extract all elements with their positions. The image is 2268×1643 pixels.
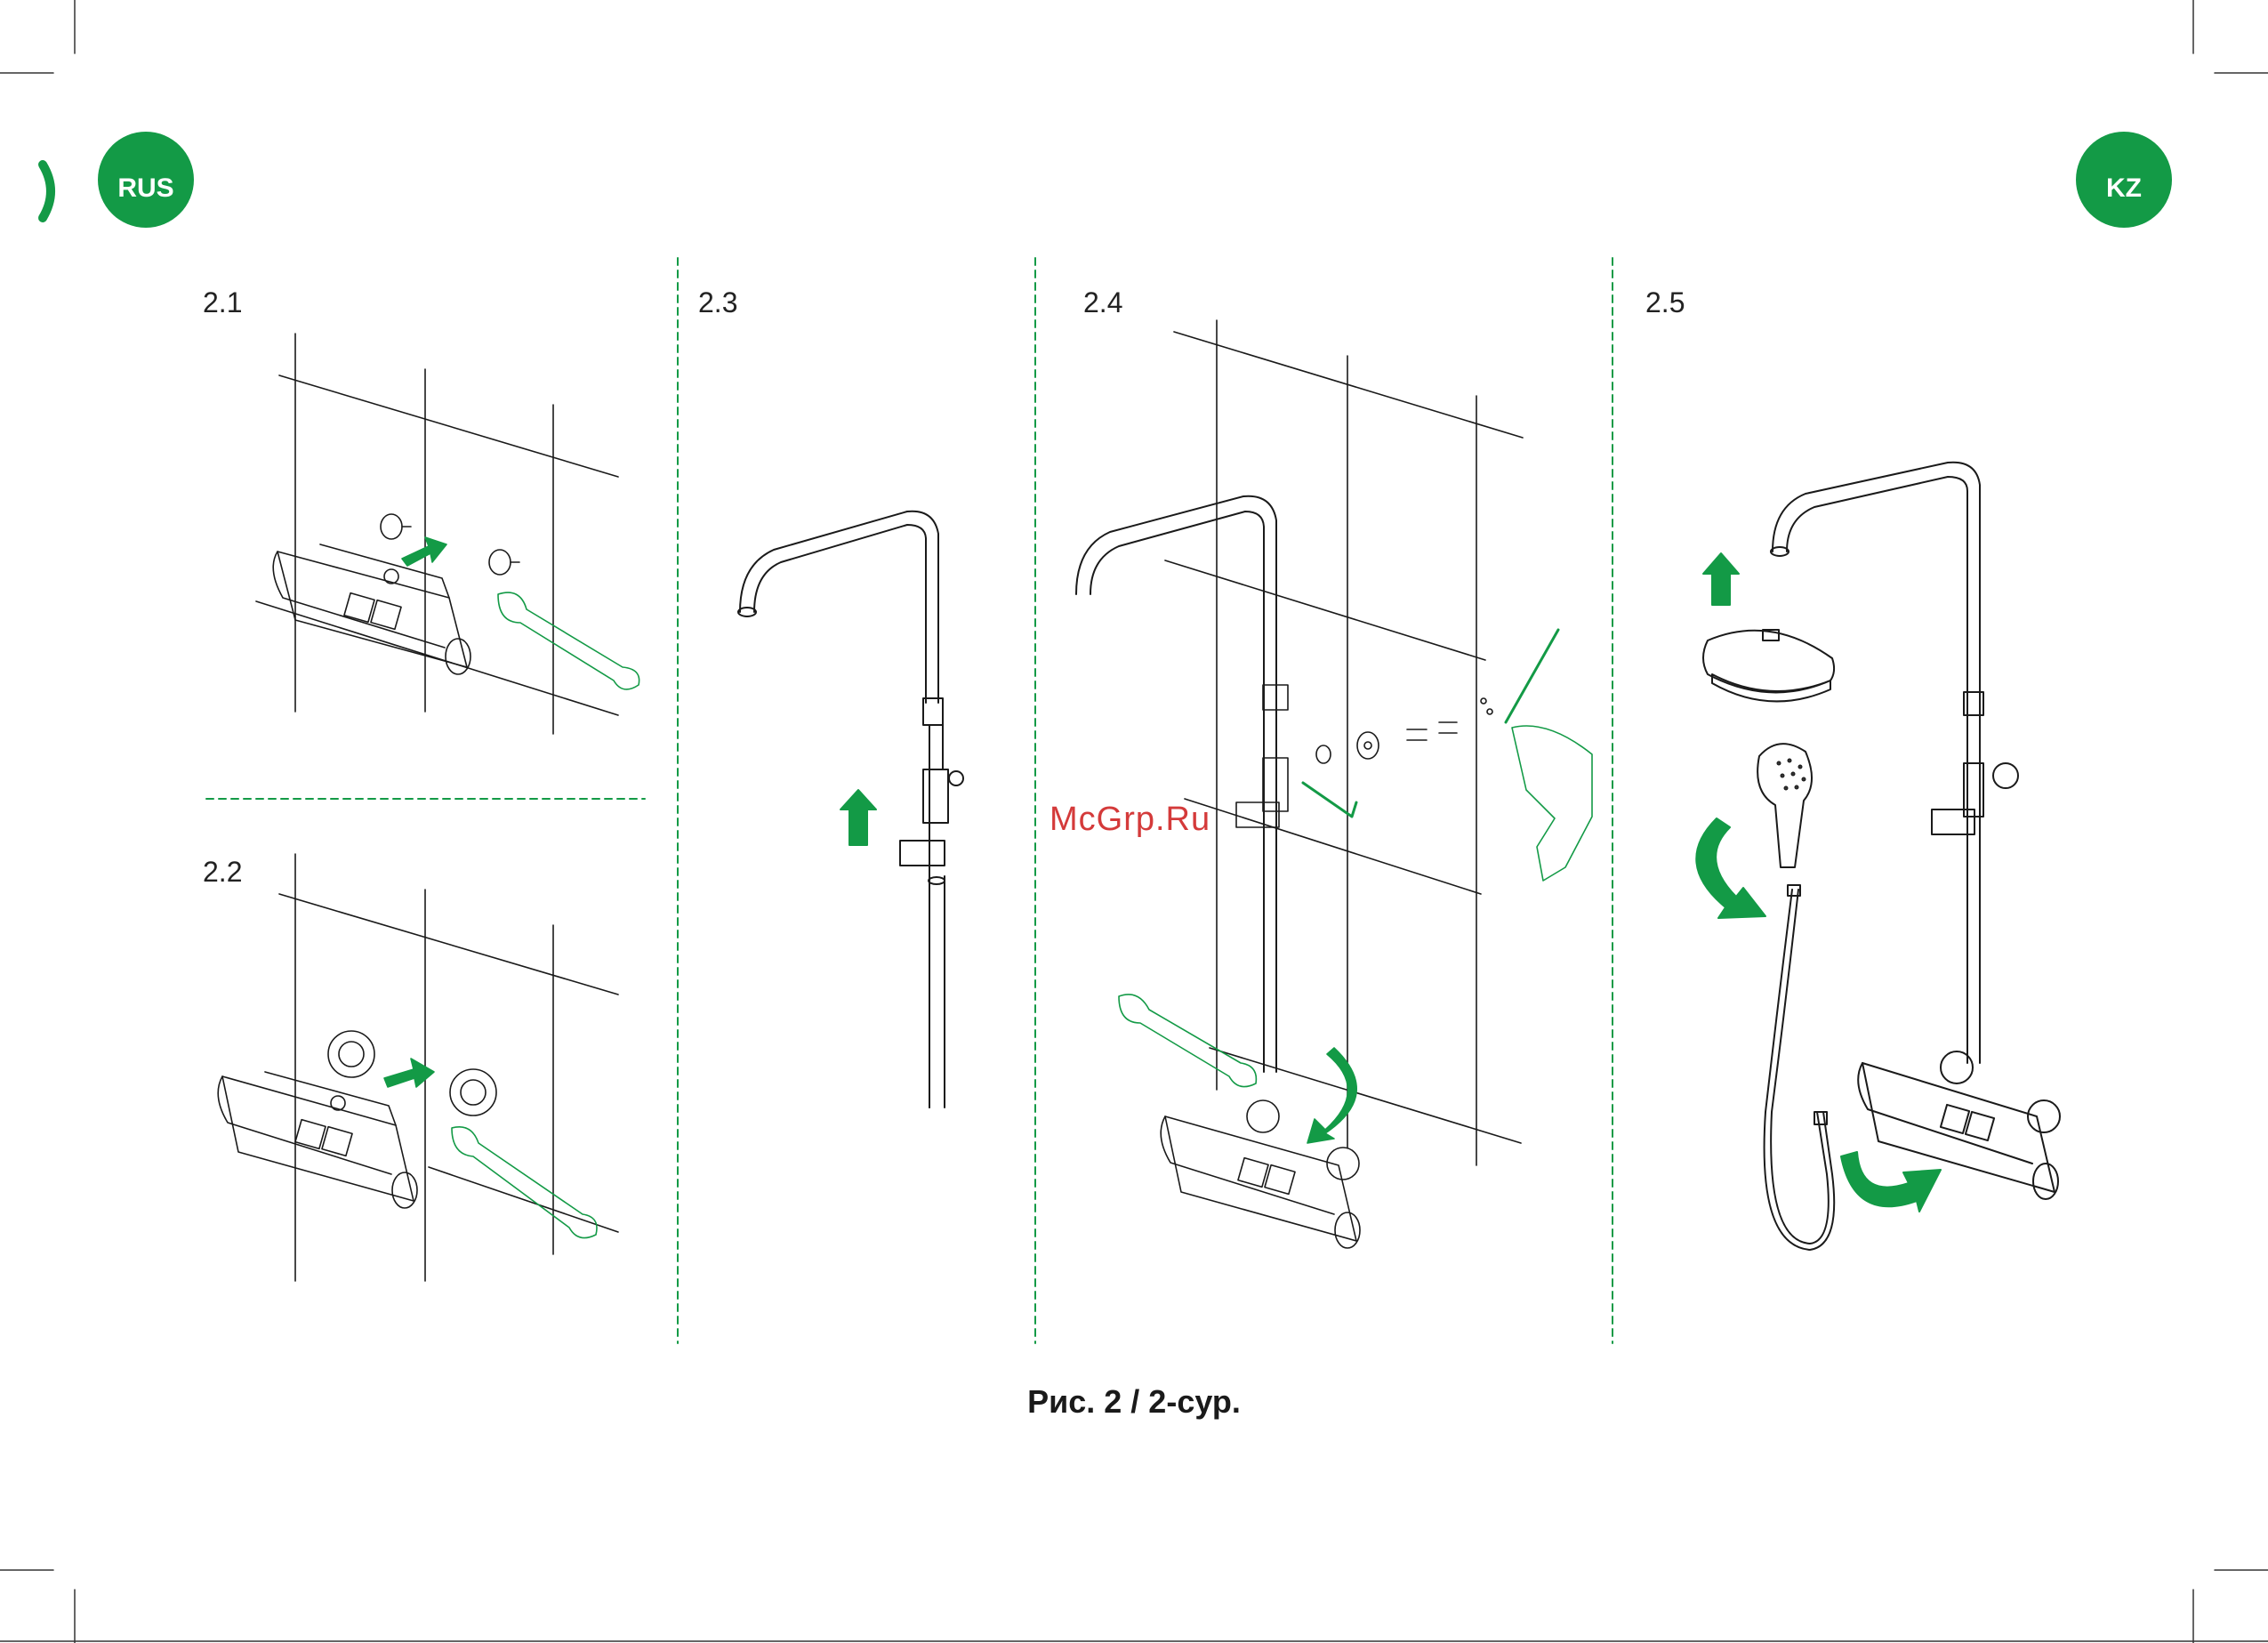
watermark-text: McGrp.Ru bbox=[1050, 801, 1210, 839]
step-2-5-drawing bbox=[1696, 463, 2060, 1250]
step-2-3-drawing bbox=[738, 511, 963, 1107]
step-2-4-drawing bbox=[1076, 320, 1592, 1248]
edge-green-mark bbox=[43, 165, 51, 218]
step-2-2-drawing bbox=[218, 854, 618, 1281]
figure-caption: Рис. 2 / 2-сур. bbox=[0, 1383, 2268, 1421]
panel-separators bbox=[206, 258, 1613, 1343]
step-2-1-drawing bbox=[256, 334, 639, 734]
